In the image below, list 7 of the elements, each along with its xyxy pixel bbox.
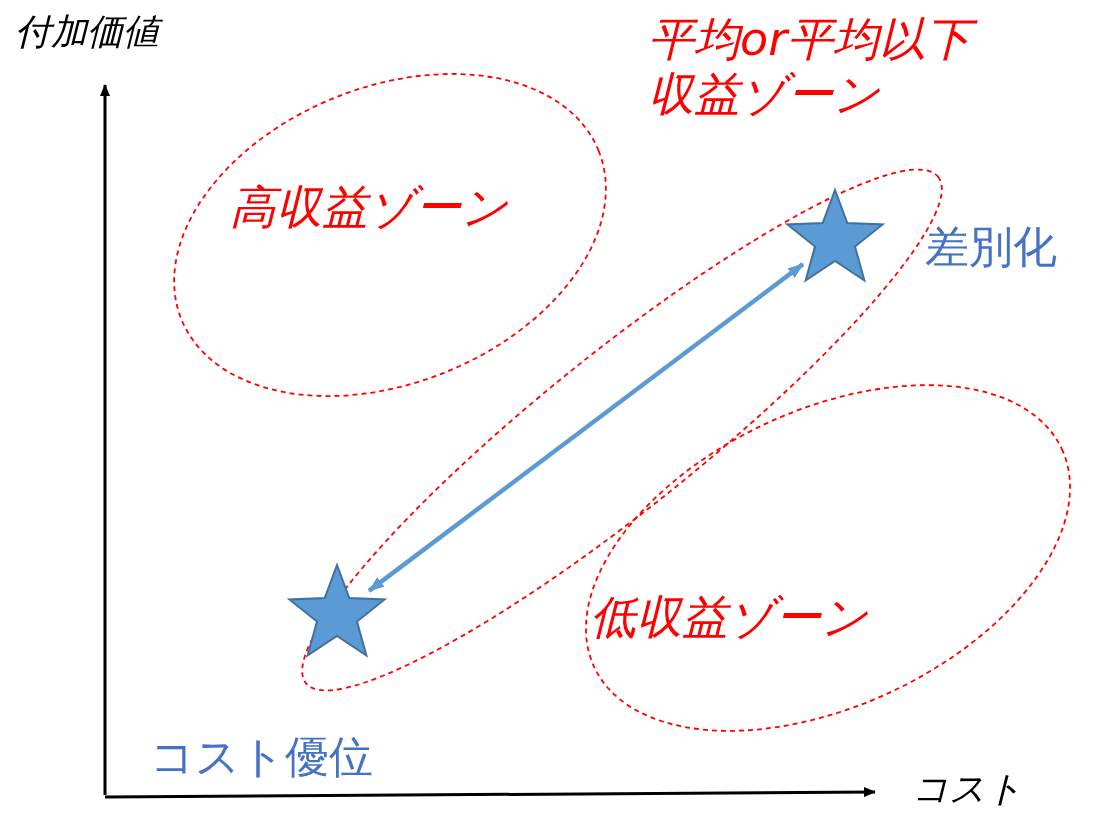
double-arrow (367, 262, 805, 593)
zone-label: 平均or平均以下収益ゾーン (648, 12, 998, 123)
axis-label: コスト (912, 767, 1023, 811)
zone-label: 低収益ゾーン (590, 590, 869, 646)
strategy-label: 差別化 (925, 220, 1057, 274)
strategy-label: コスト優位 (150, 730, 373, 784)
zone-label: 高収益ゾーン (230, 180, 509, 236)
